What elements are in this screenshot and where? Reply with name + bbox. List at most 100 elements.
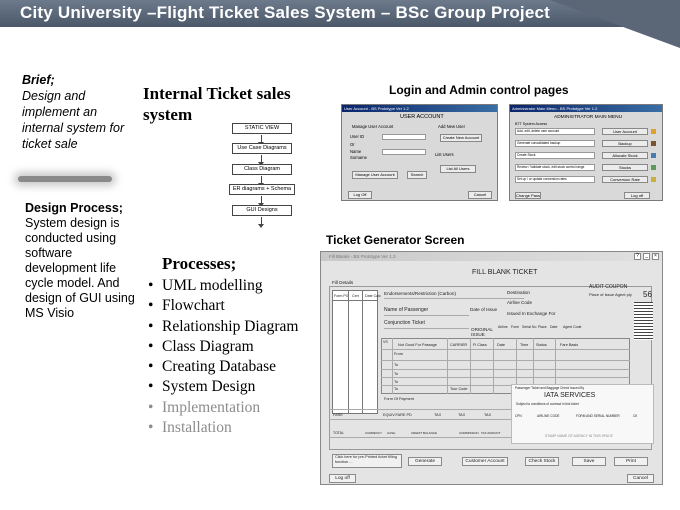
ticket-window-title: Fill Blanks - BS Prototype Ver 1.3 — [321, 252, 662, 261]
add-user-label: Add New User — [438, 124, 465, 129]
admin-row-text: Add, edit, delete user account — [517, 129, 560, 133]
stamp-label: STAMP NAME OF AGENCY IN THIS SPACE — [545, 434, 613, 438]
flowchart-box: Use Case Diagrams — [232, 143, 292, 154]
minimize-icon[interactable]: _ — [643, 253, 650, 260]
generate-button[interactable]: Generate — [408, 457, 442, 466]
manage-label: Manage User Account — [352, 124, 394, 129]
total-label: COMMISSION — [459, 431, 479, 435]
design-process-heading: Design Process; — [25, 201, 123, 215]
user-window-title: User Account - BS Prototype Ver 1.2 — [342, 105, 497, 112]
admin-window-title: Administrator Main Menu - BS Prototype V… — [510, 105, 662, 112]
check-stock-button[interactable]: Check Stock — [525, 457, 559, 466]
logoff-button[interactable]: Log off — [624, 192, 650, 199]
list-users-button[interactable]: List All Users — [440, 165, 476, 173]
tour-code-label: Tour Code — [450, 387, 468, 391]
help-icon[interactable]: ? — [634, 253, 641, 260]
small-head: Serial No — [522, 325, 537, 329]
save-button[interactable]: Save — [572, 457, 606, 466]
admin-row-text: Set up / or update conversion rates — [517, 177, 567, 181]
logoff-button[interactable]: Log Off — [348, 191, 372, 199]
allocate-stock-button[interactable]: Allocate Stock — [602, 152, 648, 159]
search-button[interactable]: Search — [407, 171, 427, 179]
process-item: Implementation — [148, 398, 323, 419]
grid-line — [381, 385, 630, 386]
name-input[interactable] — [382, 149, 426, 155]
flowchart-arrow — [258, 176, 264, 187]
backup-button[interactable]: Backup — [602, 140, 648, 147]
vertical-print-strip — [634, 302, 653, 340]
field-label: Name — [350, 149, 362, 154]
small-head: Agent Code — [563, 325, 582, 329]
total-label: CREDIT BALANCE — [411, 431, 437, 435]
place-of-issue-label: Place of Issue Agent ply — [589, 292, 632, 297]
small-head: Airline — [498, 325, 508, 329]
divider-bar — [18, 176, 112, 182]
print-button[interactable]: Print — [614, 457, 648, 466]
process-item: Class Diagram — [148, 337, 323, 358]
total-label: TOTAL — [333, 431, 344, 435]
fare-label: FARE — [333, 413, 343, 417]
conversion-rate-button[interactable]: Conversion Rate — [602, 176, 648, 183]
change-pass-button[interactable]: Change Pass — [515, 192, 541, 199]
passenger-name-label: Name of Passenger — [384, 307, 429, 313]
admin-row: Add, edit, delete user account — [515, 128, 595, 135]
iata-col: AIRLINE CODE — [537, 414, 560, 418]
brief-block: Brief; Design and implement an internal … — [22, 72, 132, 152]
table-line — [362, 290, 363, 414]
cert-table[interactable] — [332, 290, 378, 414]
manage-account-button[interactable]: Manage User Account — [352, 171, 398, 179]
table-line — [332, 300, 378, 301]
processes-list: UML modelling Flowchart Relationship Dia… — [148, 276, 323, 439]
preprinted-ticket-button[interactable]: Click here for pre-Printed ticket fillin… — [332, 454, 402, 468]
ticket-generator-window: Fill Blanks - BS Prototype Ver 1.3 ? _ ×… — [320, 251, 663, 485]
field-underline — [384, 328, 469, 329]
admin-row: Create Stock — [515, 152, 595, 159]
process-item: System Design — [148, 377, 323, 398]
stocks-icon — [651, 165, 656, 170]
grid-head: Time — [520, 343, 529, 347]
internal-system-title: Internal Ticket sales system — [143, 84, 291, 124]
close-icon[interactable]: × — [652, 253, 659, 260]
stocks-button[interactable]: Stocks — [602, 164, 648, 171]
flowchart-arrow — [258, 217, 264, 228]
user-id-input[interactable] — [382, 134, 426, 140]
flowchart-arrow — [258, 196, 264, 207]
row-line — [329, 409, 511, 410]
user-account-window: User Account - BS Prototype Ver 1.2 USER… — [341, 104, 498, 201]
stock-icon — [651, 153, 656, 158]
create-account-button[interactable]: Create New Account — [440, 134, 482, 142]
grid-head: Status — [536, 343, 547, 347]
fare-label: TAX — [434, 413, 442, 417]
grid-marker: VS — [383, 340, 388, 344]
admin-sub-label: BTT System Access — [515, 122, 548, 126]
grid-to: To — [394, 363, 399, 367]
grid-line — [533, 338, 534, 394]
grid-head: Not Good For Passage — [398, 343, 437, 347]
iata-col: FORM AND SERIAL NUMBER — [576, 414, 620, 418]
admin-row-text: Create Stock — [517, 153, 536, 157]
passenger-ticket-label: Passenger Ticket and Baggage Check Issue… — [515, 386, 585, 390]
flowchart-box: ER diagrams + Schema — [229, 184, 295, 195]
flight-grid[interactable] — [381, 338, 630, 394]
original-issue-label: ORIGINAL ISSUE — [471, 327, 493, 337]
admin-window-heading: ADMINISTRATOR MAIN MENU — [554, 115, 623, 120]
flowchart-arrow — [258, 155, 264, 166]
endorsements-label: Endorsements/Restriction (Carbon) — [384, 291, 456, 296]
currency-icon — [651, 177, 656, 182]
grid-to: To — [394, 372, 399, 376]
design-process-block: Design Process; System design is conduct… — [25, 201, 137, 321]
logoff-button[interactable]: Log off — [329, 474, 356, 483]
grid-head: CARRIER — [450, 343, 468, 347]
grid-line — [381, 377, 630, 378]
brief-body: Design and implement an internal system … — [22, 89, 125, 151]
grid-head: Fl Class — [473, 343, 487, 347]
customer-account-button[interactable]: Customer Account — [462, 457, 508, 466]
cancel-button[interactable]: Cancel — [627, 474, 654, 483]
user-account-button[interactable]: User Account — [602, 128, 648, 135]
total-label: CASH — [387, 431, 396, 435]
date-of-issue-label: Date of Issue — [470, 307, 498, 312]
admin-row-text: Review / Validate stock, edit stock cont… — [517, 165, 585, 169]
cancel-button[interactable]: Cancel — [468, 191, 492, 199]
field-label: Surname — [350, 155, 367, 160]
table-col: Form PG — [334, 294, 349, 298]
